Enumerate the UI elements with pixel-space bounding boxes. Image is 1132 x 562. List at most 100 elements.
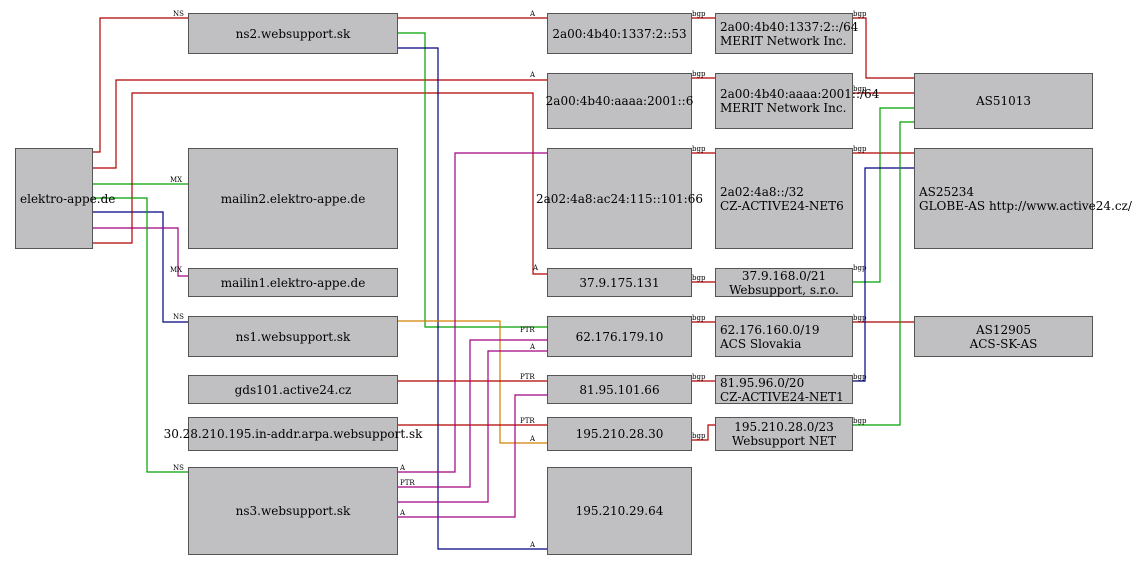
node-label: 81.95.96.0/20: [720, 375, 805, 390]
edge-label: bgp: [692, 274, 706, 282]
edge-ns-ns3: [93, 197, 188, 473]
node-ip-62[interactable]: 62.176.179.10: [547, 316, 692, 357]
edge-label: bgp: [853, 145, 867, 153]
edge-label: A: [529, 71, 536, 79]
edge-ip-bgp-30: [692, 424, 715, 441]
node-label-org: ACS-SK-AS: [969, 336, 1038, 351]
node-label: 195.210.29.64: [575, 504, 664, 518]
node-ns3-websupport[interactable]: ns3.websupport.sk: [188, 467, 398, 555]
edge-pfx-as-195: [853, 121, 914, 426]
edge-label: bgp: [853, 417, 867, 425]
edge-ns2-ip10: [398, 32, 547, 328]
node-in-addr-arpa[interactable]: 30.28.210.195.in-addr.arpa.websupport.sk: [164, 417, 422, 451]
edge-pfx-as-379: [853, 107, 914, 283]
node-label-org: CZ-ACTIVE24-NET6: [720, 198, 844, 213]
node-label: 2a02:4a8::/32: [720, 184, 804, 199]
node-label-org: MERIT Network Inc.: [720, 33, 847, 48]
node-label-org: Websupport NET: [731, 434, 837, 448]
node-label: 2a00:4b40:1337:2::53: [552, 26, 687, 41]
edge-label: bgp: [692, 432, 706, 440]
node-ip-195-28[interactable]: 195.210.28.30: [547, 417, 692, 451]
edge-label: A: [529, 10, 536, 18]
edge-label: bgp: [692, 314, 706, 322]
node-label: 195.210.28.30: [575, 427, 664, 441]
node-mailin2[interactable]: mailin2.elektro-appe.de: [188, 148, 398, 249]
edge-mx-mailin1: [93, 227, 188, 277]
node-label: 195.210.28.0/23: [734, 420, 834, 434]
edge-label: A: [399, 464, 406, 472]
edge-label: NS: [173, 313, 184, 321]
edge-a-ip131: [93, 92, 547, 275]
node-label: 62.176.160.0/19: [720, 322, 820, 337]
edge-ns2-ip64: [398, 47, 547, 550]
node-label-org: Websupport, s.r.o.: [729, 282, 839, 297]
node-ns2-websupport[interactable]: ns2.websupport.sk: [188, 13, 398, 54]
edge-a-ip6: [93, 79, 547, 169]
node-label: gds101.active24.cz: [234, 382, 352, 397]
edge-label: bgp: [692, 70, 706, 78]
node-label: AS25234: [919, 184, 975, 199]
node-label: AS51013: [975, 94, 1032, 108]
node-label: 2a00:4b40:aaaa:2001::/64: [720, 87, 880, 101]
node-label: ns3.websupport.sk: [235, 504, 351, 518]
node-label: mailin2.elektro-appe.de: [220, 191, 366, 206]
edge-ns-ns1: [93, 211, 188, 323]
edge-ns-ns2: [93, 17, 188, 153]
node-ns1-websupport[interactable]: ns1.websupport.sk: [188, 316, 398, 357]
edge-label: bgp: [853, 10, 867, 18]
edge-label: bgp: [853, 314, 867, 322]
node-mailin1[interactable]: mailin1.elektro-appe.de: [188, 268, 398, 297]
edge-pfx-as-1337: [853, 17, 914, 79]
edge-ns3-ip131: [398, 339, 547, 488]
edge-ns3-ip10: [398, 350, 547, 503]
node-ip-2a02[interactable]: 2a02:4a8:ac24:115::101:66: [536, 148, 703, 249]
node-elektro-appe[interactable]: elektro-appe.de: [15, 148, 115, 249]
node-ip-195-29[interactable]: 195.210.29.64: [547, 467, 692, 555]
edge-label: A: [399, 509, 406, 517]
node-label: mailin1.elektro-appe.de: [220, 275, 366, 290]
edge-ns1-ip30: [398, 320, 547, 444]
edge-label: NS: [173, 464, 184, 472]
node-gds101[interactable]: gds101.active24.cz: [188, 375, 398, 404]
edge-label: bgp: [853, 373, 867, 381]
node-ip-81[interactable]: 81.95.101.66: [547, 375, 692, 404]
node-label: 37.9.168.0/21: [741, 268, 827, 283]
edge-label: PTR: [520, 417, 535, 425]
node-label-org: CZ-ACTIVE24-NET1: [720, 389, 844, 404]
edge-label: NS: [173, 10, 184, 18]
node-label-org: ACS Slovakia: [720, 336, 802, 351]
edge-label: bgp: [692, 10, 706, 18]
node-label: AS12905: [975, 322, 1032, 337]
node-ip-37[interactable]: 37.9.175.131: [547, 268, 692, 297]
edge-ns3-ip8166: [398, 394, 547, 518]
edge-label: bgp: [692, 373, 706, 381]
node-label: 37.9.175.131: [579, 275, 660, 290]
edge-label: MX: [170, 266, 182, 274]
node-label: 2a00:4b40:aaaa:2001::6: [545, 94, 694, 108]
node-ip-2a00-aaaa[interactable]: 2a00:4b40:aaaa:2001::6: [545, 73, 694, 129]
node-ip-2a00-1337[interactable]: 2a00:4b40:1337:2::53: [547, 13, 692, 54]
edge-label: A: [529, 343, 536, 351]
edge-pfx-as-81: [853, 167, 914, 382]
edge-label: bgp: [853, 264, 867, 272]
node-label: 30.28.210.195.in-addr.arpa.websupport.sk: [163, 427, 423, 441]
edge-label: bgp: [692, 145, 706, 153]
node-label: 2a00:4b40:1337:2::/64: [720, 19, 859, 34]
node-as51013[interactable]: AS51013: [914, 73, 1093, 129]
node-label: 81.95.101.66: [579, 382, 660, 397]
edge-ns3-ip66: [398, 152, 547, 473]
node-label: 62.176.179.10: [575, 329, 664, 344]
node-label-org: MERIT Network Inc.: [720, 101, 847, 115]
edge-label: PTR: [400, 479, 415, 487]
edge-label: PTR: [520, 326, 535, 334]
